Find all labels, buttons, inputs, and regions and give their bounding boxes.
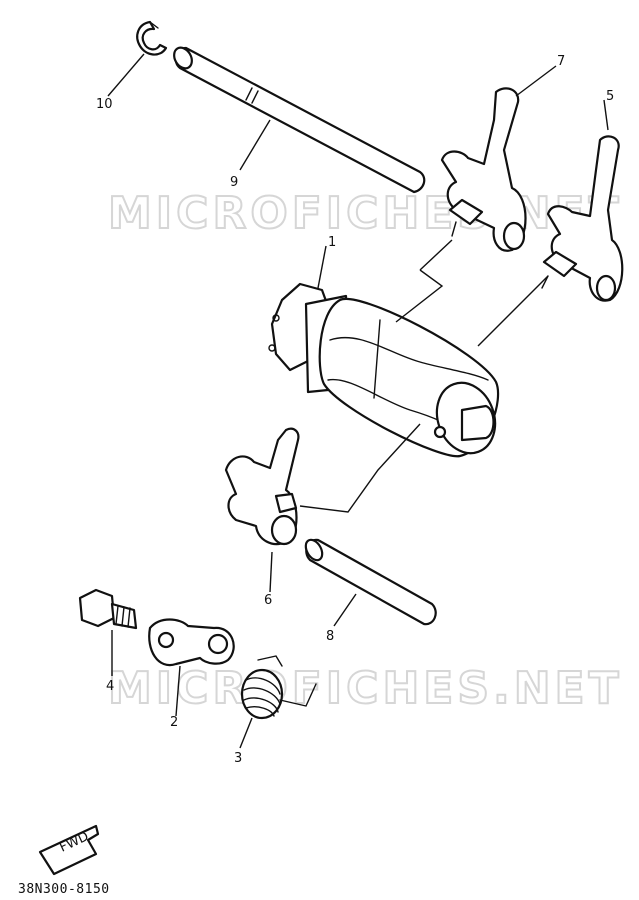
- shift-fork-part-7: [440, 87, 527, 252]
- circlip-part-10: [136, 20, 168, 56]
- bolt-part-4: [78, 588, 138, 630]
- leader-lines: [107, 53, 609, 749]
- part-number-3: 3: [234, 751, 242, 766]
- spring-part-3: [240, 655, 317, 720]
- stopper-plate-part-2: [148, 618, 235, 667]
- shift-fork-part-5: [541, 135, 624, 302]
- part-number-10: 10: [96, 97, 113, 112]
- fwd-arrow-icon: FWD: [38, 824, 100, 876]
- part-number-7: 7: [557, 54, 565, 69]
- part-number-8: 8: [326, 629, 334, 644]
- part-number-1: 1: [328, 235, 336, 250]
- diagram-code: 38N300-8150: [18, 882, 110, 897]
- shift-fork-shaft-part-9: [173, 46, 426, 194]
- part-number-9: 9: [230, 175, 238, 190]
- watermark-top: MICROFICHES.NET: [108, 188, 623, 239]
- shift-fork-shaft-part-8: [304, 538, 437, 626]
- part-number-4: 4: [106, 679, 114, 694]
- shift-fork-part-6: [224, 427, 300, 546]
- shift-drum-part-1: [268, 282, 500, 458]
- part-number-6: 6: [264, 593, 272, 608]
- part-number-2: 2: [170, 715, 178, 730]
- part-number-5: 5: [606, 89, 614, 104]
- watermark-bottom: MICROFICHES.NET: [108, 663, 623, 714]
